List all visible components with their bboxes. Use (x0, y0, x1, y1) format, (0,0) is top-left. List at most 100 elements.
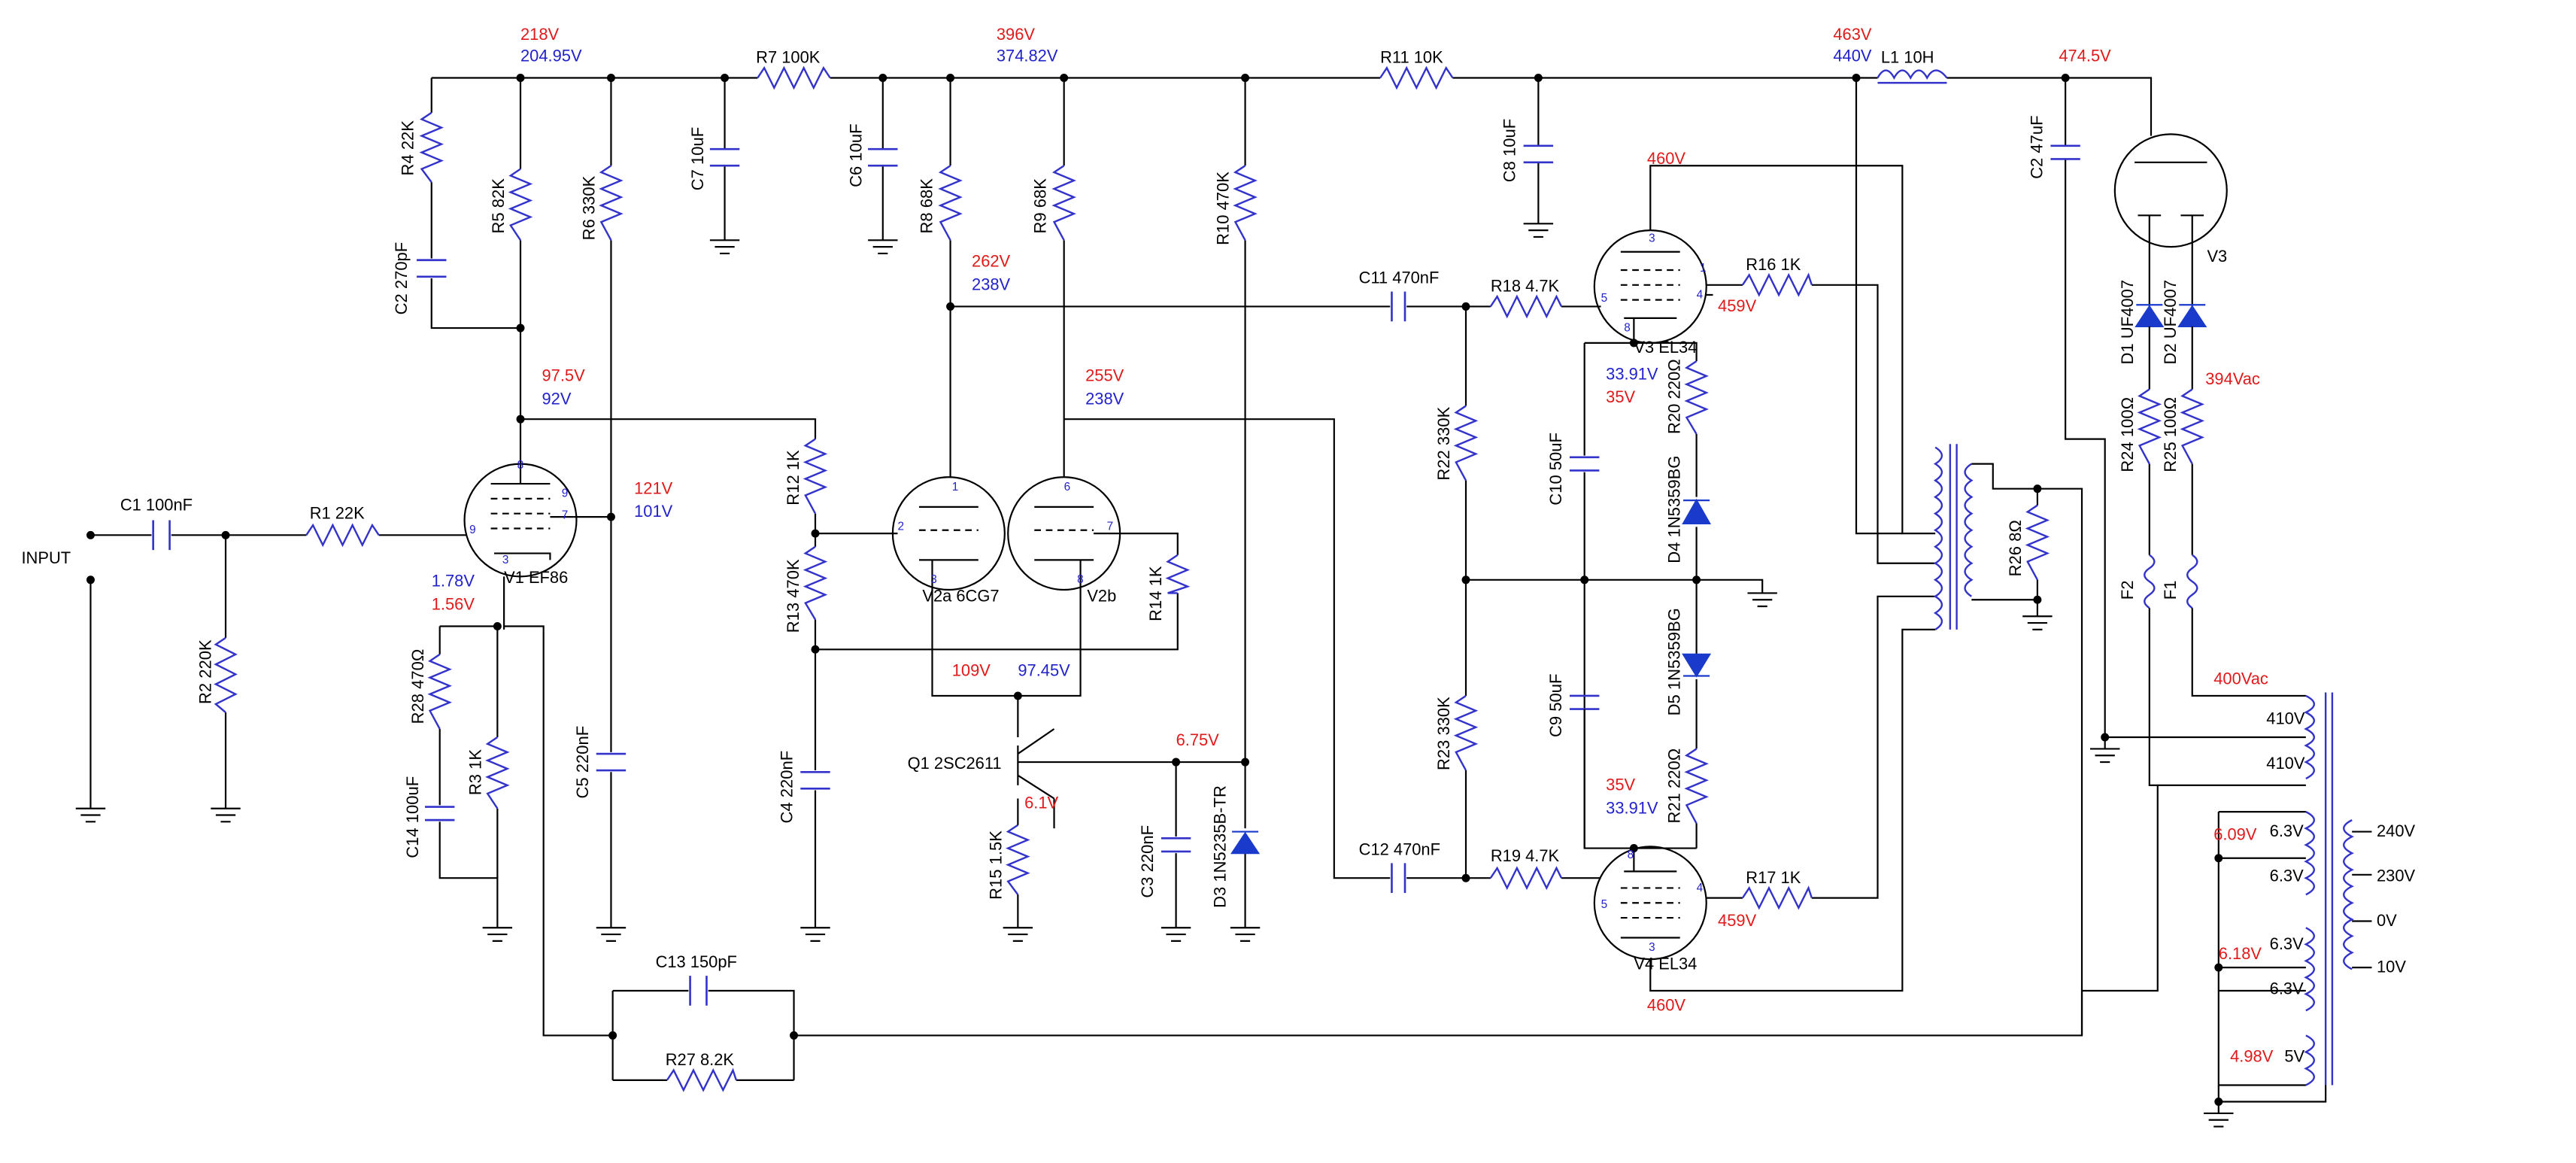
v2-pin-8: 8 (1077, 573, 1084, 586)
label-r16: R16 1K (1746, 255, 1801, 274)
label-r26: R26 8Ω (2006, 520, 2025, 576)
filter-caps-c7-c6 (709, 77, 898, 241)
filter-cap-c2b (2050, 77, 2106, 738)
label-d2: D2 UF4007 (2161, 280, 2180, 365)
label-c3: C3 220nF (1138, 825, 1157, 898)
label-r6: R6 330K (580, 175, 599, 240)
label-r5: R5 82K (489, 178, 508, 234)
label-tap-410b: 410V (2266, 754, 2304, 773)
voltage-6-1: 6.1V (1024, 794, 1058, 812)
label-c11: C11 470nF (1359, 269, 1440, 287)
label-c8: C8 10uF (1500, 119, 1519, 182)
voltage-6-18: 6.18V (2219, 944, 2262, 963)
label-tap-410a: 410V (2266, 709, 2304, 727)
voltage-218: 218V (520, 25, 559, 44)
label-r8: R8 68K (918, 178, 936, 234)
v1-pin-9: 9 (562, 487, 569, 500)
label-r25: R25 100Ω (2161, 397, 2180, 472)
label-v3-rectifier: V3 (2207, 247, 2227, 266)
voltage-35-b: 35V (1606, 775, 1635, 794)
label-r28: R28 470Ω (408, 649, 427, 724)
label-c10: C10 50uF (1546, 433, 1565, 506)
label-c12: C12 470nF (1359, 840, 1440, 858)
label-r3: R3 1K (466, 749, 485, 796)
v3-pin-4: 4 (1697, 288, 1704, 301)
v4-pin-4: 4 (1697, 882, 1704, 894)
v1-pin-3: 3 (502, 554, 509, 566)
r10-d3-zener (1230, 77, 1261, 928)
label-tap-0: 0V (2377, 911, 2397, 930)
label-d4: D4 1N5359BG (1665, 456, 1684, 563)
label-tap-230: 230V (2377, 867, 2415, 885)
label-f1: F1 (2161, 581, 2180, 600)
voltage-459-a: 459V (1718, 296, 1756, 315)
component-labels: INPUT C1 100nF R1 22K R2 220K R4 22K C2 … (21, 48, 2415, 1069)
label-tap-240: 240V (2377, 821, 2415, 840)
v4-pin-5: 5 (1601, 898, 1608, 911)
label-r19: R19 4.7K (1491, 846, 1560, 865)
label-tap-63b: 6.3V (2270, 867, 2304, 885)
label-r9: R9 68K (1031, 178, 1050, 234)
voltage-396: 396V (997, 25, 1035, 44)
label-d5: D5 1N5359BG (1665, 608, 1684, 715)
resistor-r11 (1379, 65, 1454, 90)
v1-plate-network (417, 77, 627, 928)
v3-pin-1: 1 (1700, 262, 1707, 275)
v4-pin-3: 3 (1649, 941, 1655, 954)
voltage-474-5: 474.5V (2059, 46, 2111, 65)
label-r2: R2 220K (196, 639, 214, 704)
output-transformer (1855, 77, 2083, 1036)
voltage-463: 463V (1833, 25, 1871, 44)
label-r24: R24 100Ω (2118, 397, 2137, 472)
label-c14: C14 100uF (403, 776, 422, 858)
label-c4: C4 220nF (777, 751, 796, 824)
voltage-1-56: 1.56V (432, 594, 475, 613)
bias-network (1569, 360, 1712, 853)
filter-cap-c8 (1523, 77, 1554, 224)
label-r12: R12 1K (784, 450, 803, 506)
label-r23: R23 330K (1434, 697, 1453, 770)
voltage-238-a: 238V (972, 275, 1010, 293)
label-tap-10: 10V (2377, 958, 2406, 976)
label-c1: C1 100nF (120, 495, 193, 514)
label-r17: R17 1K (1746, 868, 1801, 887)
label-r22: R22 330K (1434, 406, 1453, 480)
feedback-network (608, 785, 2159, 1092)
label-r20: R20 220Ω (1665, 359, 1684, 434)
label-r4: R4 22K (399, 120, 417, 176)
label-c6: C6 10uF (846, 123, 865, 187)
label-v2a: V2a 6CG7 (922, 586, 999, 605)
voltage-97-5: 97.5V (542, 366, 585, 384)
v2-pin-2: 2 (897, 521, 904, 533)
v1-pin-9b: 9 (469, 524, 476, 536)
v2-pin-1: 1 (952, 481, 959, 493)
v2-plate-loads (938, 165, 1467, 879)
voltage-annotations: 218V 204.95V 396V 374.82V 463V 440V 474.… (432, 25, 2274, 1066)
v3-pin-8: 8 (1624, 321, 1631, 334)
ground-symbols (75, 223, 2234, 1128)
label-r15: R15 1.5K (987, 830, 1006, 900)
voltage-204-95: 204.95V (520, 46, 582, 65)
v4-pin-8: 8 (1628, 849, 1634, 861)
output-grid-network (1453, 294, 1764, 891)
label-c2a: C2 270pF (392, 242, 411, 315)
label-v2b: V2b (1087, 586, 1116, 605)
voltage-6-75: 6.75V (1176, 730, 1220, 749)
label-r1: R1 22K (310, 503, 365, 522)
v2-pin-3: 3 (930, 573, 937, 586)
input-stage (86, 520, 466, 809)
voltage-6-09: 6.09V (2213, 824, 2257, 843)
voltage-238-b: 238V (1085, 389, 1124, 408)
tube-v1-ef86: 8 9 7 3 9 (463, 459, 578, 630)
label-r14: R14 1K (1146, 566, 1165, 621)
label-q1: Q1 2SC2611 (908, 754, 1002, 773)
voltage-33-91-b: 33.91V (1606, 798, 1658, 817)
bplus-rail (431, 74, 2153, 136)
label-c2b: C2 47uF (2028, 115, 2047, 178)
voltage-460-bottom: 460V (1647, 995, 1685, 1014)
label-d1: D1 UF4007 (2118, 280, 2137, 365)
label-v3: V3 EL34 (1634, 338, 1697, 357)
coupling-caps (1391, 291, 1406, 894)
label-tap-63a: 6.3V (2270, 821, 2304, 840)
voltage-400vac: 400Vac (2213, 669, 2268, 688)
